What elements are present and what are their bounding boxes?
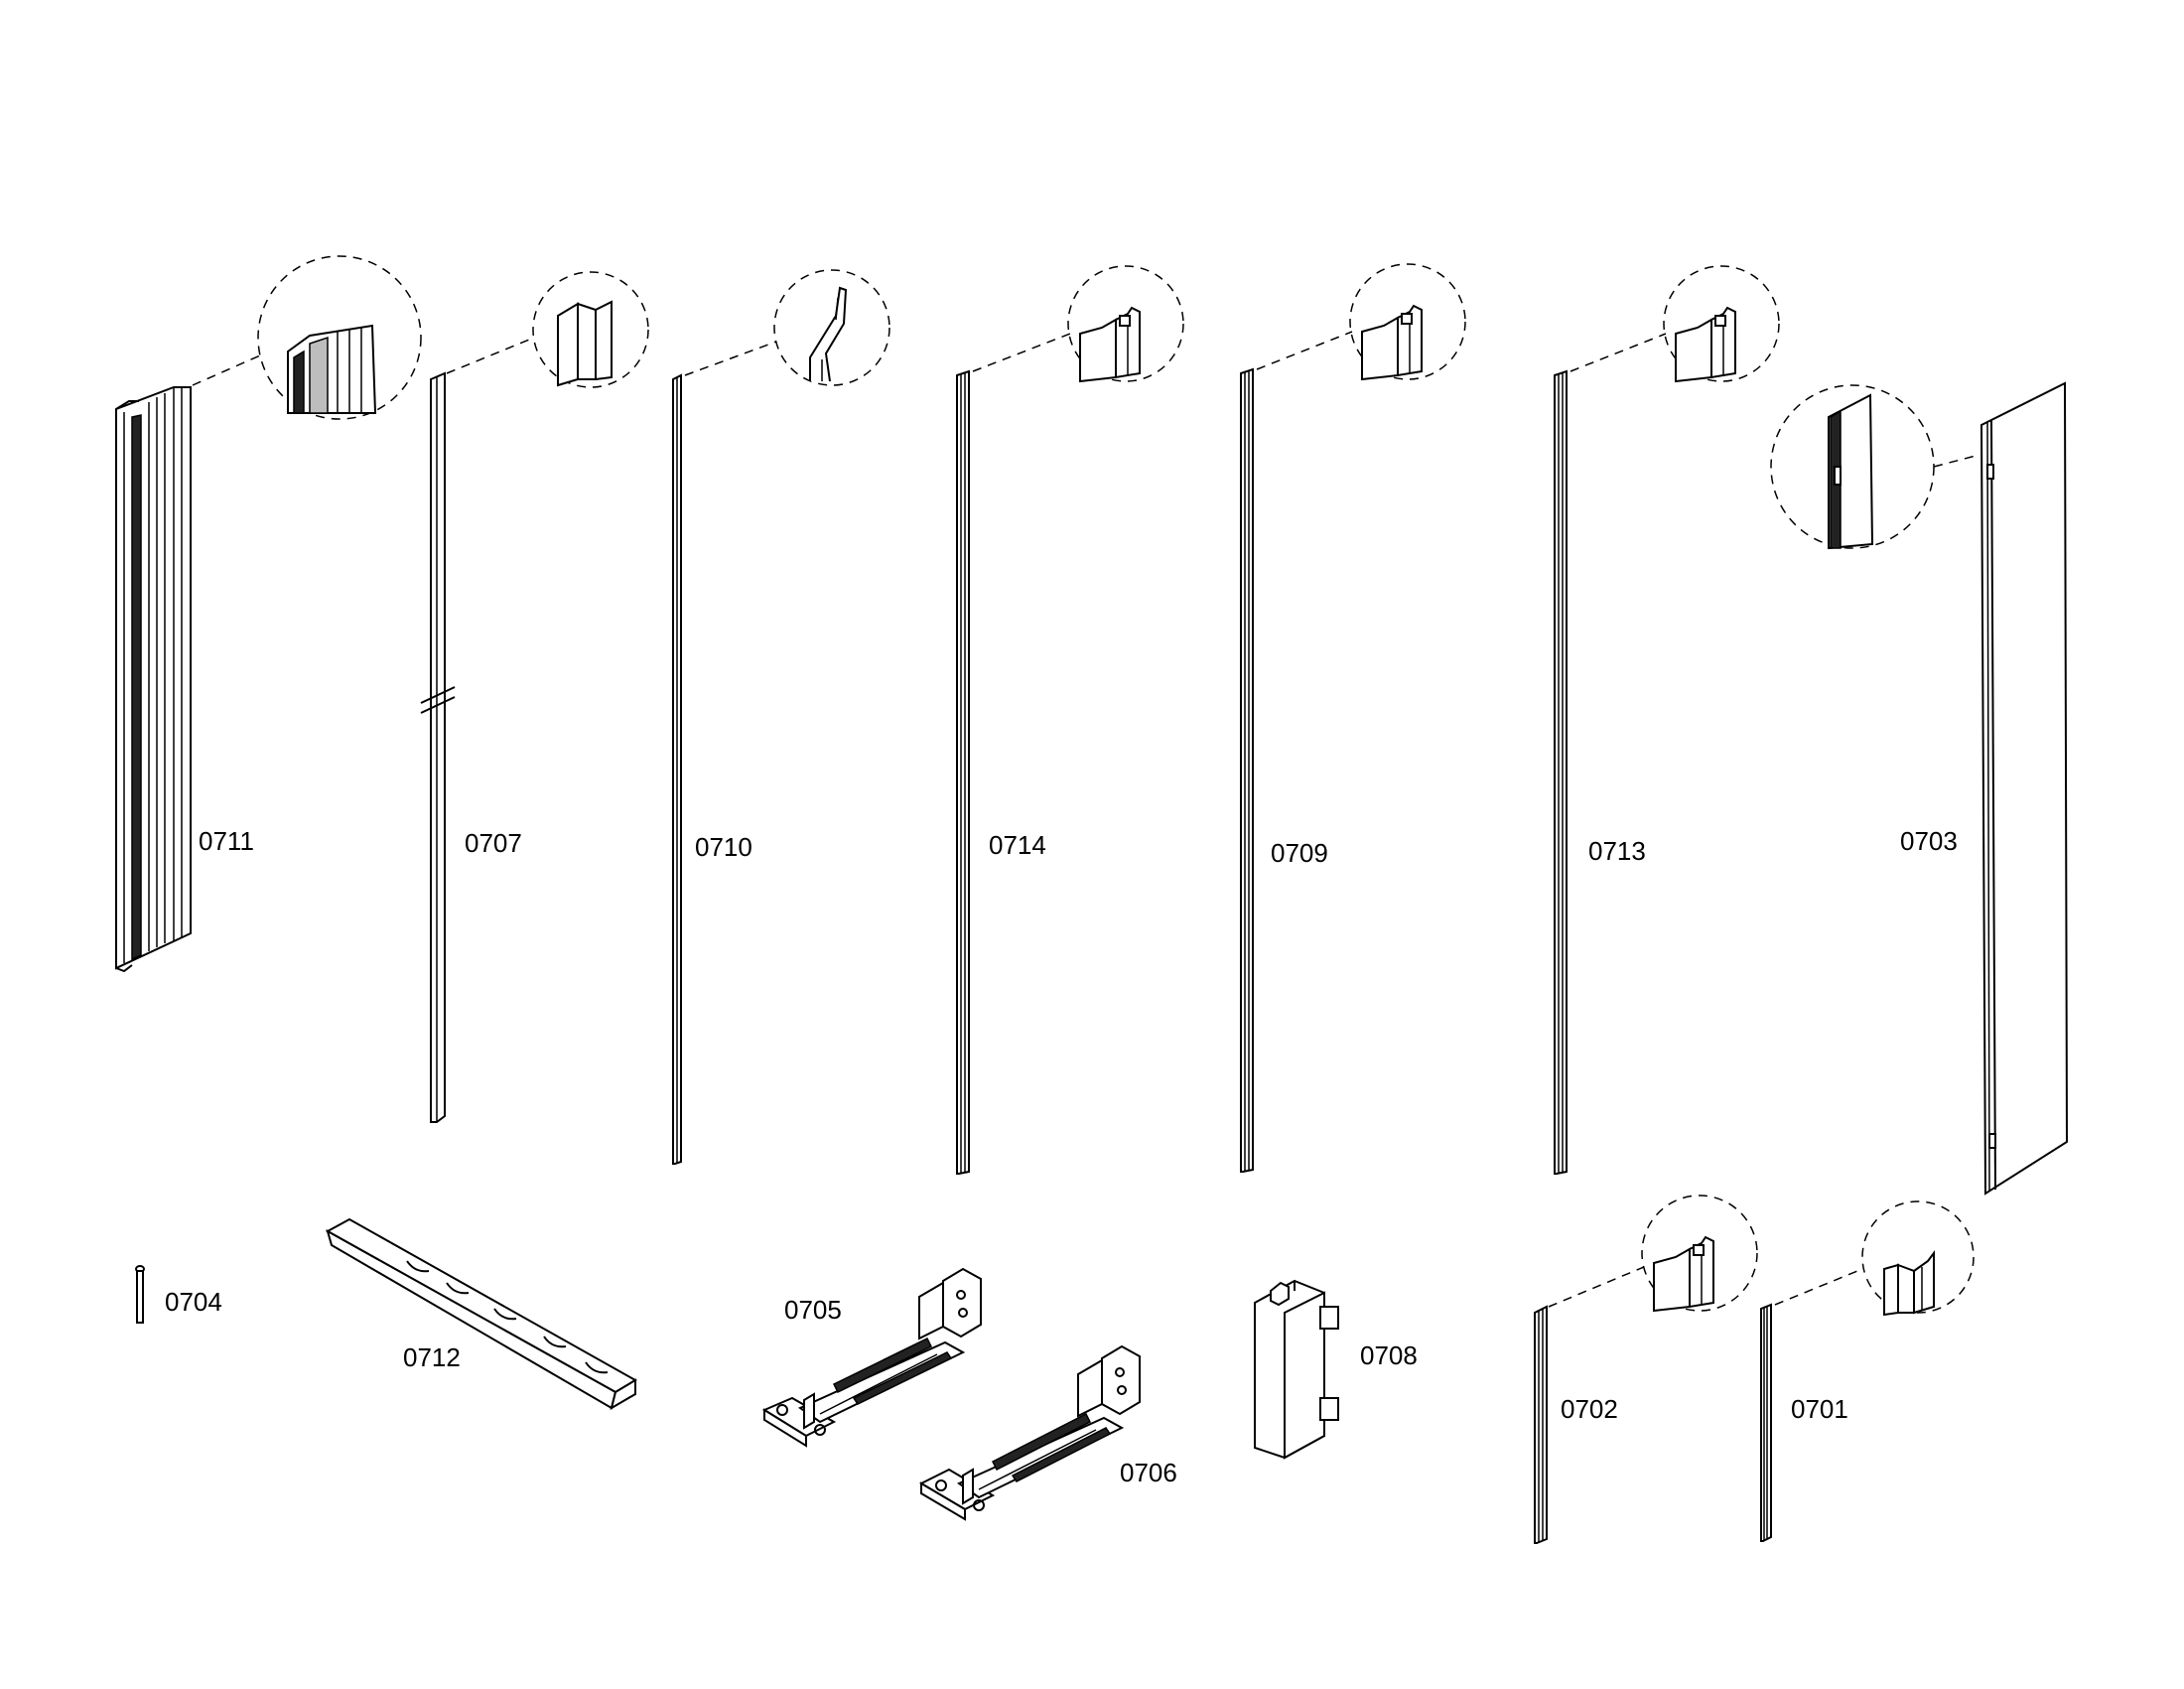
label-0713: 0713 <box>1588 836 1646 866</box>
label-0701: 0701 <box>1791 1394 1848 1424</box>
label-0704: 0704 <box>165 1287 222 1317</box>
detail-circle-0714 <box>972 265 1184 383</box>
part-0701-strip <box>1760 1303 1772 1542</box>
part-0706-bracket <box>918 1344 1141 1521</box>
label-0710: 0710 <box>695 832 752 862</box>
label-0714: 0714 <box>989 830 1046 860</box>
label-0705: 0705 <box>784 1295 842 1325</box>
part-0710-strip <box>672 373 682 1165</box>
part-0708-block <box>1254 1279 1339 1460</box>
part-0713-strip <box>1554 369 1568 1175</box>
label-0703: 0703 <box>1900 826 1958 856</box>
detail-circle-0709 <box>1256 263 1466 381</box>
label-0711: 0711 <box>199 826 254 856</box>
detail-circle-0710 <box>684 269 890 386</box>
part-0711-profile <box>115 386 192 973</box>
label-0706: 0706 <box>1120 1458 1177 1487</box>
part-0714-strip <box>956 369 970 1175</box>
detail-circle-0703 <box>1770 384 1980 550</box>
part-0707-strip <box>420 371 456 1123</box>
part-0704-pin <box>135 1265 145 1324</box>
part-0705-bracket <box>761 1267 982 1448</box>
part-0703-panel <box>1979 381 2069 1196</box>
detail-circle-0707 <box>446 271 649 388</box>
label-0708: 0708 <box>1360 1340 1418 1370</box>
label-0702: 0702 <box>1561 1394 1618 1424</box>
detail-circle-0701 <box>1774 1200 1975 1317</box>
part-0712-rail <box>325 1217 637 1411</box>
detail-circle-0713 <box>1570 265 1780 383</box>
label-0707: 0707 <box>465 828 522 858</box>
part-0709-strip <box>1240 367 1254 1173</box>
label-0709: 0709 <box>1271 838 1328 868</box>
part-0702-strip <box>1534 1305 1548 1544</box>
detail-circle-0702 <box>1548 1195 1758 1313</box>
detail-circle-0711 <box>192 255 422 420</box>
label-0712: 0712 <box>403 1342 461 1372</box>
